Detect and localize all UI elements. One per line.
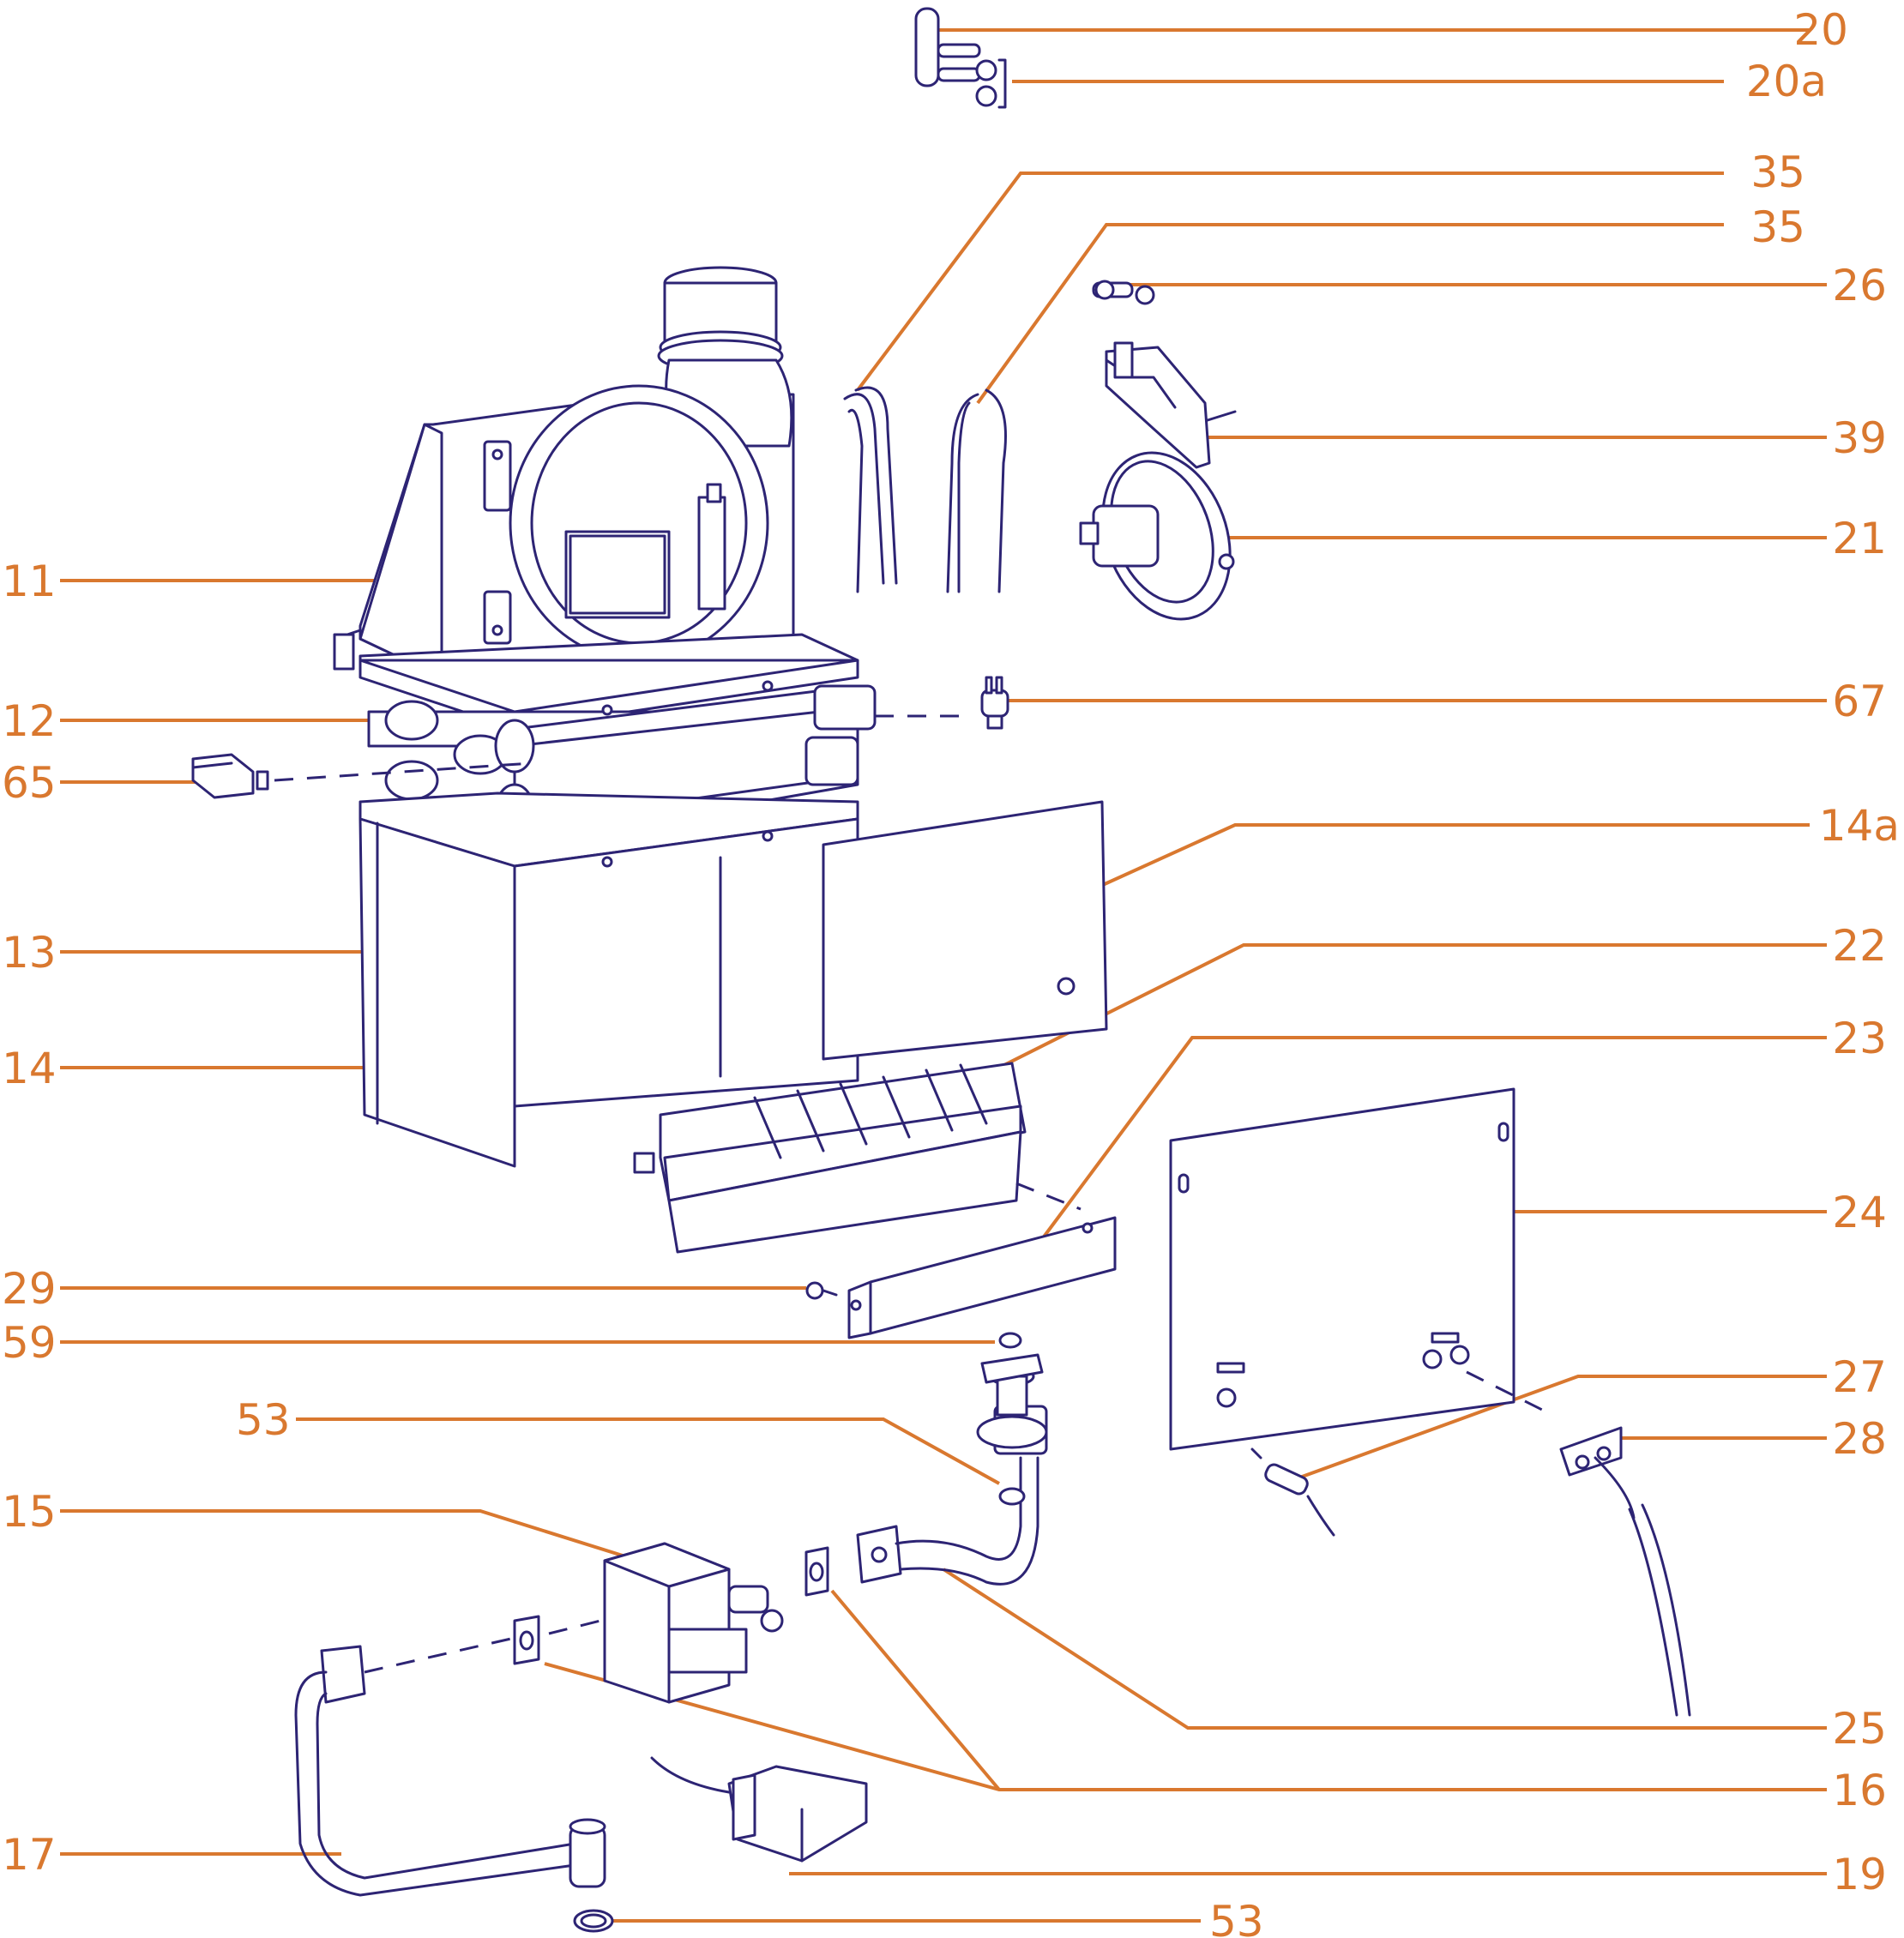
part-sensor-67	[980, 676, 1009, 730]
part-thermostat-65	[191, 753, 533, 799]
callout-35-top: 35	[1750, 147, 1805, 197]
part-pressure-switch-21	[1079, 451, 1235, 621]
part-oring-59	[998, 1332, 1022, 1349]
callout-20a: 20a	[1746, 57, 1827, 106]
callout-14a: 14a	[1819, 801, 1900, 851]
part-supply-pipe-25	[856, 1353, 1048, 1586]
part-connector-20	[914, 7, 1007, 109]
part-bracket-39	[1105, 341, 1237, 469]
leader-14a	[1058, 823, 1810, 906]
callout-15: 15	[2, 1487, 57, 1537]
leader-16b	[830, 1589, 1001, 1791]
leader-22	[955, 943, 1827, 1091]
callout-59: 59	[2, 1318, 57, 1368]
part-front-panel-24	[1169, 1087, 1553, 1451]
callout-16: 16	[1832, 1766, 1887, 1815]
part-burner-22	[633, 1062, 1082, 1254]
callout-22: 22	[1832, 921, 1887, 971]
callout-65: 65	[2, 758, 57, 808]
callout-24: 24	[1832, 1188, 1887, 1237]
part-heat-exchanger-12	[359, 633, 961, 846]
callout-53-lower: 53	[1209, 1897, 1264, 1938]
part-panel-14a	[822, 800, 1108, 1061]
callout-67: 67	[1832, 677, 1887, 726]
callout-25: 25	[1832, 1704, 1887, 1754]
callout-23: 23	[1832, 1014, 1887, 1063]
part-gas-valve-15	[603, 1542, 784, 1704]
leader-23	[1040, 1036, 1827, 1241]
callout-14: 14	[2, 1044, 57, 1093]
part-electrode-28	[1559, 1426, 1691, 1717]
part-inlet-pipe-17	[294, 1619, 606, 1897]
callout-labels: 20 20a 35 35 26 39 21 11 12 67 65 14a 13…	[2, 5, 1900, 1938]
part-ignition-box-19	[650, 1756, 868, 1863]
callout-13: 13	[2, 928, 57, 978]
callout-21: 21	[1832, 514, 1887, 563]
leader-35b	[976, 223, 1724, 405]
part-fan-hood-11	[333, 266, 795, 679]
part-oring-53b	[573, 1909, 614, 1933]
part-gasket-16-right	[804, 1546, 829, 1597]
callout-26: 26	[1832, 261, 1887, 310]
part-injector-rail-23	[847, 1216, 1117, 1339]
leader-27	[1294, 1375, 1827, 1481]
part-gasket-16-left	[513, 1615, 540, 1665]
part-tube-35-left	[843, 386, 898, 593]
callout-27: 27	[1832, 1352, 1887, 1402]
callout-53-upper: 53	[236, 1395, 291, 1445]
leader-25	[942, 1568, 1827, 1730]
callout-39: 39	[1832, 413, 1887, 463]
leader-35a	[856, 172, 1724, 392]
part-combustion-chamber-13-14	[359, 791, 859, 1168]
callout-29: 29	[2, 1264, 57, 1314]
callout-12: 12	[2, 696, 57, 746]
part-tube-35-right	[946, 388, 1007, 593]
leader-53a	[296, 1417, 1000, 1485]
part-screw-29	[805, 1281, 838, 1300]
callout-28: 28	[1832, 1414, 1887, 1464]
leader-15	[60, 1509, 640, 1562]
leader-lines	[60, 28, 1827, 1923]
callout-35-second: 35	[1750, 202, 1805, 252]
part-26	[1092, 280, 1155, 305]
callout-20: 20	[1793, 5, 1848, 55]
callout-11: 11	[2, 557, 57, 606]
callout-19: 19	[1832, 1850, 1887, 1899]
callout-17: 17	[2, 1830, 57, 1880]
part-electrode-27	[1250, 1447, 1335, 1537]
